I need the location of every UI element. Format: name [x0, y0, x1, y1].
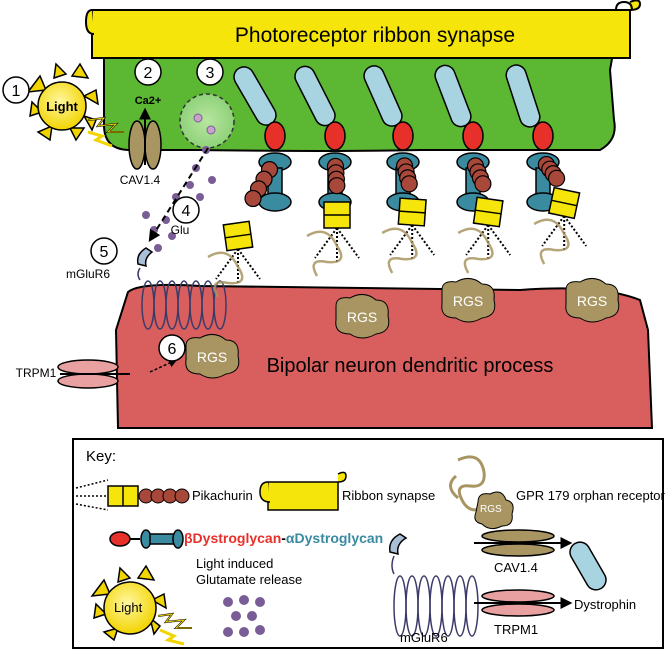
key-alpha-dg: αDystroglycan [285, 530, 384, 546]
glu-label: Glu [171, 223, 190, 237]
rgs-label-3: RGS [453, 293, 483, 309]
pikachurin-bead [547, 169, 566, 187]
dystrophin-rod [434, 64, 472, 128]
beta-dystroglycan [324, 121, 346, 151]
beta-dystroglycan [532, 121, 554, 151]
step-3: 3 [206, 65, 215, 82]
beta-dystroglycan [264, 121, 286, 151]
mglur6-label: mGluR6 [66, 267, 110, 281]
key-gpr179-label: GPR 179 orphan receptor [516, 488, 665, 503]
key-cav-label: CAV1.4 [494, 560, 538, 575]
key-pikachurin-label: Pikachurin [192, 488, 253, 503]
pikachurin-divider [225, 233, 251, 239]
glutamate-vesicle [179, 93, 235, 149]
pikachurin-divider [399, 210, 426, 214]
light-burst [26, 62, 124, 148]
key-dystrophin-label: Dystrophin [574, 597, 637, 612]
step-6: 6 [168, 341, 177, 358]
rgs-blob-3 [441, 278, 496, 323]
gpr179-coil [381, 227, 418, 274]
key-rgs-label: RGS [480, 504, 502, 515]
release-arrow [148, 147, 209, 243]
photoreceptor-title: Photoreceptor ribbon synapse [235, 24, 515, 47]
rgs-label-1: RGS [197, 349, 227, 365]
key-panel: Key: Pikachurin Ribbon synapse RGS GPR 1… [72, 438, 665, 649]
key-dystroglycan-label: βDystroglycan-αDystroglycan [184, 530, 383, 546]
key-ribbon-label: Ribbon synapse [342, 488, 436, 503]
key-dystrophin-icon [569, 541, 607, 591]
key-cav-icon [474, 529, 573, 557]
step-2: 2 [144, 65, 153, 82]
step-markers [2, 58, 224, 362]
pikachurin-bead [474, 175, 492, 193]
rgs-blob-4 [565, 278, 620, 323]
rgs-blob-1 [185, 334, 240, 379]
gpr179-coil [533, 218, 570, 265]
gpr179-coil [207, 251, 244, 298]
key-light-label: Light [114, 600, 143, 615]
pikachurin-bead [328, 177, 346, 195]
cav-label: CAV1.4 [120, 173, 161, 187]
pikachurin-bead [400, 175, 418, 193]
mglur6-receptor [136, 247, 227, 330]
bipolar-label: Bipolar neuron dendritic process [267, 355, 554, 377]
key-light-release-2: Glutamate release [196, 572, 303, 587]
rgs-label-4: RGS [577, 293, 607, 309]
key-trpm1-icon [474, 589, 573, 617]
pikachurin-divider [551, 199, 578, 207]
rgs-blob-2 [335, 294, 390, 339]
pikachurin-bead [244, 189, 262, 208]
beta-dystroglycan [392, 121, 414, 151]
key-dystroglycan-icon [109, 529, 184, 549]
key-trpm1-label: TRPM1 [494, 622, 539, 637]
key-ribbon-icon [259, 471, 347, 511]
beta-dystroglycan [462, 121, 484, 151]
key-graphics [75, 455, 607, 646]
gpr179-coil [457, 227, 494, 274]
cav-channel [128, 107, 162, 170]
key-beta-dg: βDystroglycan [184, 530, 282, 546]
key-title: Key: [86, 448, 117, 465]
key-gpr179-icon [449, 455, 514, 530]
step-5: 5 [100, 244, 109, 261]
alpha-dystroglycan-bottom [258, 192, 292, 212]
step-4: 4 [182, 203, 191, 220]
synaptic-complexes [207, 64, 588, 298]
key-glutamate-dots [223, 595, 265, 637]
light-label: Light [46, 99, 78, 114]
key-mglur6-label: mGluR6 [400, 630, 448, 645]
trpm1-channel [57, 359, 130, 389]
rgs-label-2: RGS [347, 309, 377, 325]
key-dg-dash: - [281, 530, 286, 546]
trpm1-label: TRPM1 [16, 366, 57, 380]
ca-label: Ca2+ [135, 95, 162, 107]
key-mglur6-icon [388, 533, 479, 637]
key-light-release-1: Light induced [196, 556, 274, 571]
key-light-icon [90, 564, 192, 646]
dystrophin-rod [505, 64, 541, 128]
pikachurin-divider [475, 209, 502, 215]
gpr179-coil [306, 230, 343, 277]
step-1: 1 [12, 83, 21, 100]
bipolar-dendrite [114, 283, 654, 429]
key-pikachurin-icon [75, 479, 190, 511]
ribbon-synapse-banner [84, 0, 642, 59]
